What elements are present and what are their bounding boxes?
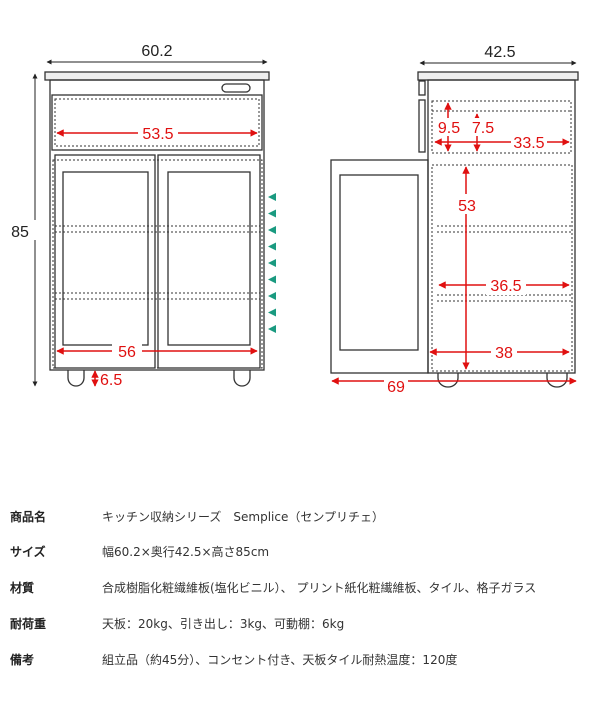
front-height-label: 85	[11, 224, 29, 241]
shelf-position-arrow-icon	[268, 259, 276, 267]
spec-value: 幅60.2×奥行42.5×高さ85cm	[102, 545, 270, 559]
drawer-width-label: 53.5	[142, 126, 173, 143]
drawer-outer-height-label: 9.5	[438, 120, 460, 137]
spec-value: 合成樹脂化粧繊維板(塩化ビニル）、 プリント紙化粧繊維板、タイル、格子ガラス	[102, 581, 537, 595]
shelf-position-arrow-icon	[268, 325, 276, 333]
spec-label: サイズ	[10, 545, 46, 559]
shelf-position-arrow-icon	[268, 292, 276, 300]
spec-value: キッチン収納シリーズ Semplice（センプリチェ）	[102, 510, 384, 524]
side-view	[330, 71, 579, 388]
open-depth-label: 69	[387, 379, 405, 396]
shelf-position-arrow-icon	[268, 209, 276, 218]
shelf-position-arrow-icon	[268, 226, 276, 234]
clearance-label: 6.5	[100, 372, 122, 389]
spec-label: 材質	[10, 581, 35, 595]
spec-value: 天板：20kg、引き出し：3kg、可動棚：6kg	[102, 617, 345, 631]
front-width-label: 60.2	[141, 43, 172, 60]
side-depth-label: 42.5	[484, 44, 515, 61]
cabinet-depth-label: 38	[495, 345, 513, 362]
front-view	[44, 71, 270, 387]
door-width-label: 56	[118, 344, 136, 361]
drawer-inner-height-label: 7.5	[472, 120, 494, 137]
shelf-depth-label: 36.5	[490, 278, 521, 295]
spec-value: 組立品（約45分）、コンセント付き、天板タイル耐熱温度：120度	[102, 653, 458, 667]
shelf-position-arrow-icon	[268, 275, 276, 284]
adjustable-shelf-indicators	[268, 193, 276, 333]
shelf-position-arrow-icon	[268, 193, 276, 201]
dimension-diagram: 60.2 85 53.5 56 6.5 42.5 9.5	[11, 43, 579, 396]
spec-label: 耐荷重	[10, 617, 47, 631]
drawer-depth-label: 33.5	[513, 135, 544, 152]
outlet-icon	[221, 83, 251, 93]
spec-label: 商品名	[10, 510, 47, 524]
shelf-position-arrow-icon	[268, 242, 276, 251]
shelf-position-arrow-icon	[268, 308, 276, 317]
spec-label: 備考	[10, 653, 35, 667]
cabinet-height-label: 53	[458, 198, 476, 215]
